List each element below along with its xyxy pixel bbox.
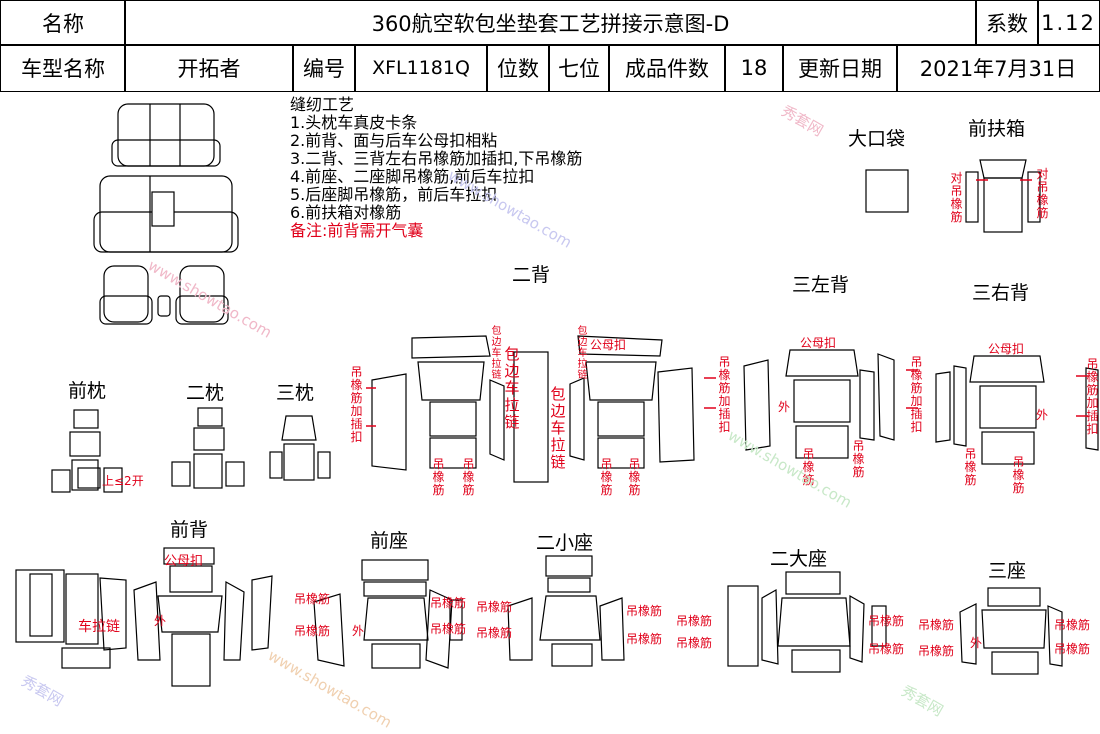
label-front-armrest: 前扶箱 [968, 118, 1026, 140]
second-back-pieces [371, 335, 695, 483]
note-che-la-lian: 车拉链 [78, 619, 120, 635]
note-wai: 外 [154, 614, 167, 628]
note-diao-xiang-jin: 吊橡筋 [462, 457, 475, 497]
note-dui-diao-xiang-jin: 对吊橡筋 [950, 171, 963, 224]
note-diao-xiang-jin: 吊橡筋 [676, 636, 713, 650]
note-diao-xiang-jin: 吊橡筋 [432, 457, 445, 497]
code-label: 编号 [292, 44, 356, 92]
note-dui-diao-xiang-jin: 对吊橡筋 [1036, 167, 1049, 220]
annotation-arrows [366, 179, 1088, 427]
note-diao-xiang-jin: 吊橡筋 [918, 644, 955, 658]
label-second-big-seat: 二大座 [770, 548, 828, 570]
date-label: 更新日期 [782, 44, 898, 92]
second-big-seat-pieces [727, 571, 887, 673]
note-diao-xiang-jin: 吊橡筋 [476, 600, 513, 614]
model-label: 车型名称 [0, 44, 126, 92]
label-third-headrest: 三枕 [276, 382, 315, 404]
note-wai: 外 [1036, 408, 1049, 422]
note-diao-xiang-jin: 吊橡筋 [1054, 642, 1091, 656]
note-wai: 外 [778, 400, 791, 414]
note-diao-xiang-jin: 吊橡筋 [802, 447, 815, 487]
third-seat-pieces [959, 587, 1063, 675]
seats-value: 七位 [548, 44, 610, 92]
note-gong-mu-kou: 公母扣 [800, 336, 837, 350]
note-diao-xiang-jin: 吊橡筋 [1054, 618, 1091, 632]
note-diao-xiang-jin: 吊橡筋 [868, 614, 905, 628]
name-label: 名称 [0, 0, 126, 46]
label-second-headrest: 二枕 [186, 382, 225, 404]
note-diao-xiang-jin-cha-kou: 吊橡筋加插扣 [718, 355, 731, 434]
series-label: 系数 [975, 0, 1039, 46]
code-value: XFL1181Q [354, 44, 488, 92]
note-bao-bian-che-la-lian: 包边车拉链 [550, 385, 566, 471]
header-table: 名称 360航空软包坐垫套工艺拼接示意图-D 系数 1.12 车型名称 开拓者 … [0, 0, 1100, 92]
note-diao-xiang-jin: 吊橡筋 [600, 457, 613, 497]
label-third-left-back: 三左背 [792, 274, 850, 296]
note-bao-bian-che-la-lian: 包边车拉链 [577, 326, 588, 381]
front-back-pieces [15, 547, 273, 687]
note-item: 4.前座、二座脚吊橡筋,前后车拉扣 [290, 167, 535, 186]
note-diao-xiang-jin: 吊橡筋 [294, 592, 331, 606]
second-headrest-pieces [171, 407, 245, 489]
pieces-value: 18 [724, 44, 784, 92]
label-second-back: 二背 [512, 264, 551, 286]
note-gong-mu-kou: 公母扣 [164, 554, 204, 569]
note-diao-xiang-jin: 吊橡筋 [430, 622, 467, 636]
second-small-seat-pieces [507, 555, 625, 667]
big-pocket-piece [865, 169, 909, 213]
note-diao-xiang-jin: 吊橡筋 [852, 439, 865, 479]
note-diao-xiang-jin: 吊橡筋 [294, 624, 331, 638]
note-gong-mu-kou: 公母扣 [988, 342, 1025, 356]
note-diao-xiang-jin: 吊橡筋 [626, 632, 663, 646]
label-third-right-back: 三右背 [972, 282, 1030, 304]
note-diao-xiang-jin: 吊橡筋 [964, 447, 977, 487]
note-item: 6.前扶箱对橡筋 [290, 203, 402, 222]
notes-remark: 备注:前背需开气囊 [290, 221, 424, 240]
note-item: 1.头枕车真皮卡条 [290, 113, 418, 132]
note-diao-xiang-jin: 吊橡筋 [430, 596, 467, 610]
note-gong-mu-kou: 公母扣 [590, 338, 627, 352]
note-diao-xiang-jin: 吊橡筋 [868, 642, 905, 656]
front-headrest-pieces [51, 409, 123, 493]
note-item: 3.二背、三背左右吊橡筋加插扣,下吊橡筋 [290, 149, 583, 168]
note-diao-xiang-jin: 吊橡筋 [676, 614, 713, 628]
note-wai: 外 [970, 636, 983, 650]
label-third-seat: 三座 [988, 560, 1027, 582]
third-left-back-pieces [743, 349, 895, 459]
model-value: 开拓者 [124, 44, 294, 92]
note-diao-xiang-jin: 吊橡筋 [628, 457, 641, 497]
note-bao-bian-che-la-lian: 包边车拉链 [491, 326, 502, 381]
note-shang-er-kai: 上≤2开 [102, 474, 144, 488]
note-diao-xiang-jin-cha-kou: 吊橡筋加插扣 [350, 365, 363, 444]
note-item: 5.后座脚吊橡筋，前后车拉扣 [290, 185, 498, 204]
note-diao-xiang-jin: 吊橡筋 [476, 626, 513, 640]
car-seat-overview [93, 103, 239, 325]
label-big-pocket: 大口袋 [848, 128, 906, 150]
notes-heading: 缝纫工艺 [290, 95, 355, 114]
sewing-notes: 缝纫工艺 1.头枕车真皮卡条 2.前背、面与后车公母扣相粘 3.二背、三背左右吊… [290, 96, 582, 240]
third-headrest-pieces [269, 415, 331, 481]
label-second-small-seat: 二小座 [536, 532, 594, 554]
note-diao-xiang-jin: 吊橡筋 [626, 604, 663, 618]
note-diao-xiang-jin: 吊橡筋 [918, 618, 955, 632]
label-front-back: 前背 [170, 519, 209, 541]
note-diao-xiang-jin: 吊橡筋 [1012, 455, 1025, 495]
front-seat-pieces [313, 559, 463, 669]
pieces-label: 成品件数 [608, 44, 726, 92]
label-front-seat: 前座 [370, 530, 409, 552]
note-diao-xiang-jin-cha-kou: 吊橡筋加插扣 [1086, 357, 1099, 436]
seats-label: 位数 [486, 44, 550, 92]
note-bao-bian-che-la-lian: 包边车拉链 [504, 345, 520, 431]
front-armrest-pieces [965, 159, 1041, 233]
date-value: 2021年7月31日 [896, 44, 1100, 92]
note-item: 2.前背、面与后车公母扣相粘 [290, 131, 498, 150]
note-diao-xiang-jin-cha-kou: 吊橡筋加插扣 [910, 355, 923, 434]
sheet-title: 360航空软包坐垫套工艺拼接示意图-D [124, 0, 977, 46]
third-right-back-pieces [935, 355, 1099, 465]
note-wai: 外 [352, 624, 365, 638]
label-front-headrest: 前枕 [68, 380, 107, 402]
